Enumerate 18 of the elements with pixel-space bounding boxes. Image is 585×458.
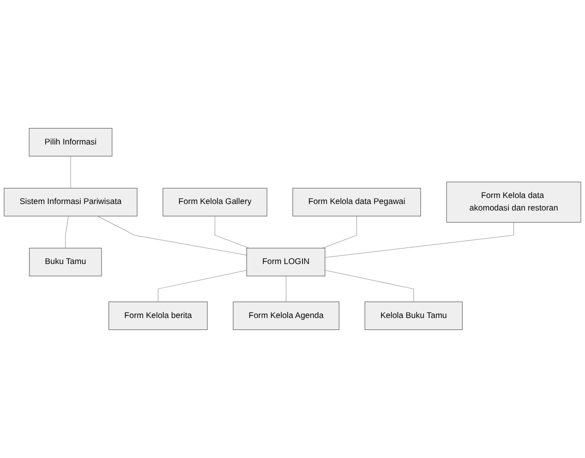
node-box: Form Kelola Gallery (162, 188, 268, 216)
node-box: Form Kelola data Pegawai (292, 188, 421, 216)
connector (214, 216, 250, 248)
node-box: Form Kelola data akomodasi dan restoran (446, 182, 582, 223)
connector (70, 156, 71, 188)
node-box: Sistem Informasi Pariwisata (4, 188, 138, 216)
node-box: Buku Tamu (29, 248, 102, 276)
connector (65, 216, 69, 248)
node-box: Form LOGIN (246, 248, 326, 276)
connector (322, 216, 358, 248)
node-box: Pilih Informasi (28, 128, 112, 156)
connector (97, 216, 247, 256)
connector (324, 222, 514, 258)
connector (324, 270, 414, 302)
node-box: Form Kelola berita (108, 302, 208, 330)
connector (158, 270, 247, 302)
node-box: Form Kelola Agenda (232, 302, 340, 330)
node-box: Kelola Buku Tamu (364, 302, 463, 330)
